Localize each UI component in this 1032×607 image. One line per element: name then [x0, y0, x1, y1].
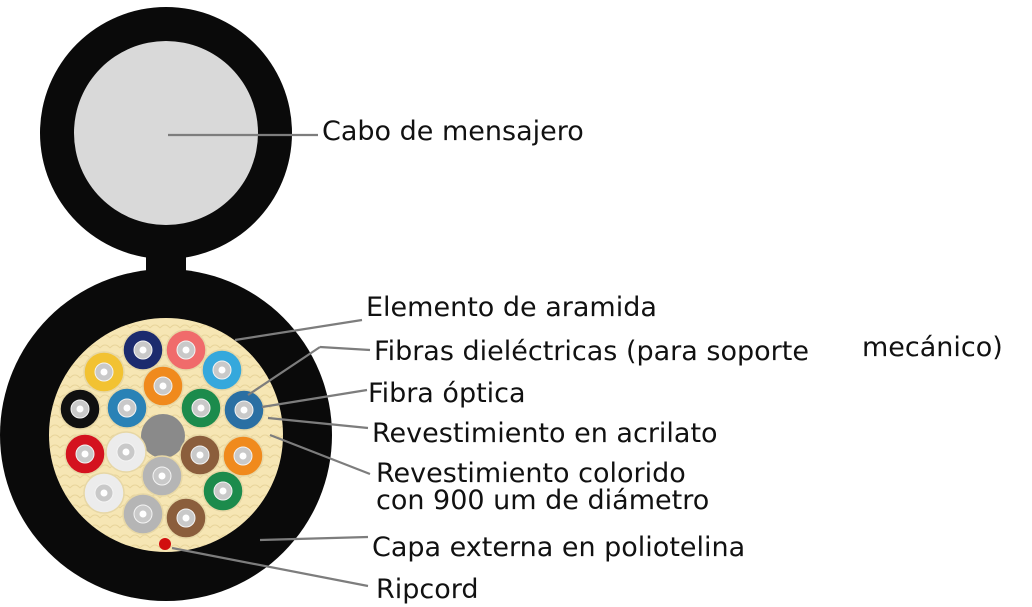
fiber-core [196, 451, 204, 459]
messenger-cable [40, 7, 292, 259]
main-cable [0, 269, 332, 601]
fiber-core [76, 405, 84, 413]
central-strength-member [141, 414, 185, 458]
label-colored-1: Revestimiento colorido [376, 458, 686, 489]
leader-fiber [261, 388, 368, 409]
fiber-core [139, 510, 147, 518]
leader-dielectric-tail [319, 345, 371, 352]
leader-aramid [234, 318, 363, 342]
messenger-core [74, 41, 258, 225]
fiber-core [123, 404, 131, 412]
leader-dielectric [247, 346, 321, 396]
fiber-core [182, 346, 190, 354]
label-fiber: Fibra óptica [368, 378, 526, 409]
fiber-core [197, 404, 205, 412]
label-aramid: Elemento de aramida [366, 292, 657, 323]
fiber-core [218, 366, 226, 374]
fiber-core [139, 346, 147, 354]
fiber-core [240, 406, 248, 414]
leader-outer [259, 535, 369, 542]
fiber-core [81, 450, 89, 458]
fiber-core [122, 448, 130, 456]
fiber-core [182, 514, 190, 522]
label-dielectric-a: Fibras dieléctricas (para soporte [374, 336, 809, 367]
fiber-core [158, 472, 166, 480]
leader-ripcord [171, 546, 369, 588]
leader-acrylate [267, 416, 369, 430]
label-colored-2: con 900 um de diámetro [376, 485, 709, 516]
fiber-core [219, 487, 227, 495]
ripcord-dot [159, 538, 171, 550]
label-messenger: Cabo de mensajero [322, 116, 584, 147]
fiber-core [100, 489, 108, 497]
optical-fibers [59, 329, 265, 539]
fiber-core [239, 452, 247, 460]
fiber-core [159, 382, 167, 390]
leader-colored [269, 433, 371, 476]
fiber-core [100, 368, 108, 376]
label-dielectric-b: mecánico) [862, 332, 1003, 363]
label-outer: Capa externa en poliotelina [372, 532, 745, 563]
label-acrylate: Revestimiento en acrilato [372, 418, 718, 449]
label-ripcord: Ripcord [376, 574, 479, 605]
